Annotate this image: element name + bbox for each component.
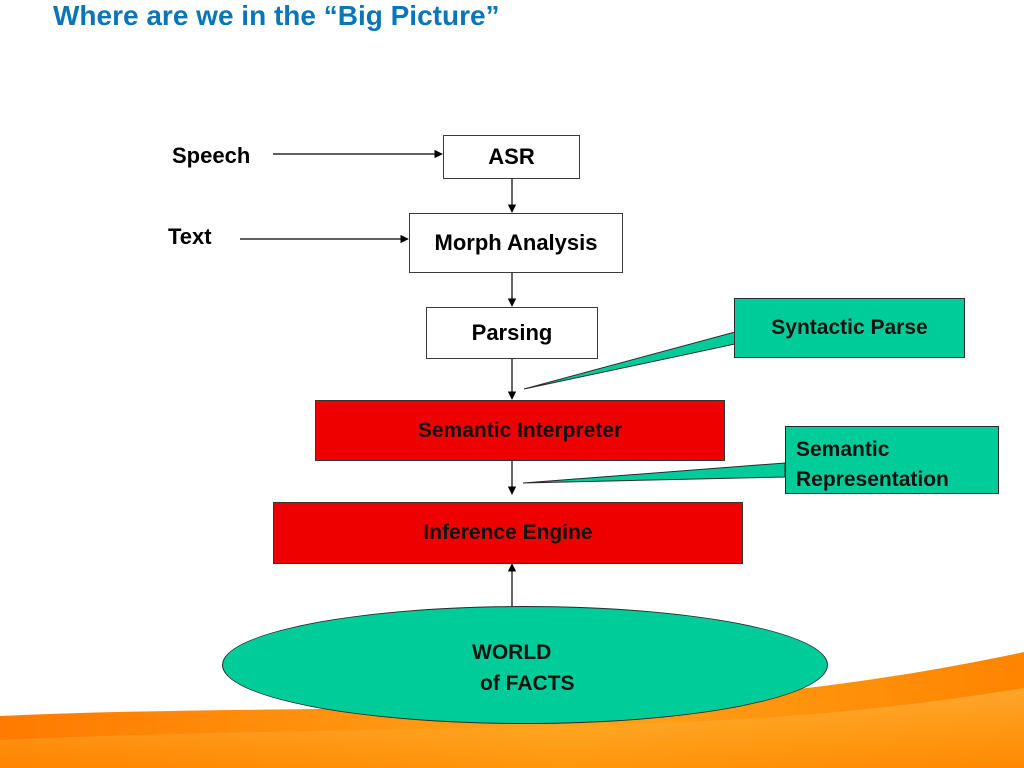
semantic-representation-callout: Semantic Representation — [785, 426, 999, 494]
semantic-interpreter-box: Semantic Interpreter — [315, 400, 725, 461]
parsing-box: Parsing — [426, 307, 598, 359]
morph-analysis-box: Morph Analysis — [409, 213, 623, 273]
world-of-facts-line-2: of FACTS — [480, 672, 575, 695]
semantic-representation-pointer — [522, 462, 786, 484]
world-of-facts-ellipse — [222, 606, 828, 724]
syntactic-parse-callout: Syntactic Parse — [734, 298, 965, 358]
footer-wave-highlight — [0, 688, 1024, 768]
inference-engine-box: Inference Engine — [273, 502, 743, 564]
syntactic-parse-text: Syntactic Parse — [771, 316, 928, 339]
speech-label: Speech — [172, 143, 251, 168]
asr-box: ASR — [443, 135, 580, 179]
world-of-facts-line-1: WORLD — [472, 641, 552, 664]
text-label: Text — [168, 224, 212, 249]
slide-title: Where are we in the “Big Picture” — [53, 0, 500, 31]
semantic-representation-line-2: Representation — [796, 468, 949, 491]
semantic-representation-line-1: Semantic — [796, 438, 890, 461]
